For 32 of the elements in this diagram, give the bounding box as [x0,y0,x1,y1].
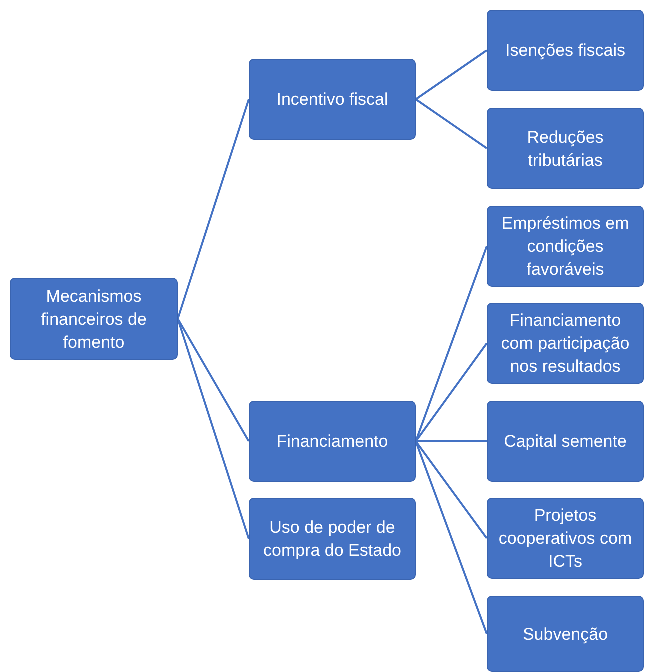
connector-line [415,246,488,442]
process-box [10,278,178,360]
process-box [487,498,644,579]
process-box [487,108,644,189]
process-box [487,596,644,672]
connector-line [177,318,250,540]
connector-line [415,342,488,442]
process-box [487,206,644,287]
connector-line [415,440,488,540]
connector-line [177,99,250,320]
connector-line [415,98,488,150]
box-label: Uso de poder de compra do Estado [262,517,402,562]
box-label: Subvenção [522,624,608,646]
process-box [249,59,416,140]
connector-line [416,440,487,442]
connector-line [415,441,488,634]
connector-line [177,318,250,442]
process-box [249,498,416,580]
process-box [487,10,644,91]
box-label: Reduções tributárias [526,126,605,172]
box-label: Financiamento [276,431,388,453]
process-box [487,303,644,384]
box-label: Empréstimos em condições favoráveis [500,213,630,281]
process-box [487,401,644,482]
process-box [249,401,416,482]
box-label: Projetos cooperativos com ICTs [498,505,634,573]
box-label: Mecanismos financeiros de fomento [40,286,148,354]
connector-line [415,50,488,100]
box-label: Incentivo fiscal [276,89,388,111]
box-label: Capital semente [504,431,627,453]
box-label: Financiamento com participação nos resultados [500,310,631,378]
box-label: Isenções fiscais [506,40,626,62]
